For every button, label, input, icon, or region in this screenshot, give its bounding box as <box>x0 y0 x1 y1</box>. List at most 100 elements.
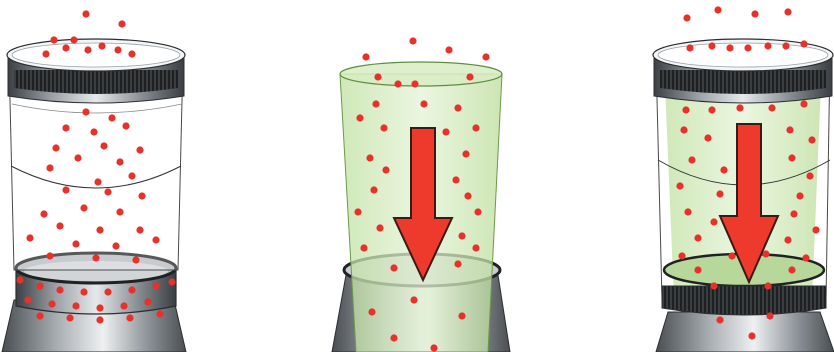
particle-dot <box>126 314 133 321</box>
particle-dot <box>800 40 807 47</box>
particle-dot <box>676 182 683 189</box>
particle-dot <box>680 126 687 133</box>
particle-dot <box>80 204 87 211</box>
particle-dot <box>454 260 461 267</box>
knurled-ring <box>662 286 826 315</box>
particle-dot <box>714 6 721 13</box>
particle-dot <box>118 20 125 27</box>
particle-dot <box>786 126 793 133</box>
particle-dot <box>132 256 139 263</box>
particle-dot <box>96 226 103 233</box>
particle-dot <box>808 136 815 143</box>
funnel-cone <box>656 312 834 352</box>
particle-dot <box>736 104 743 111</box>
particle-dot <box>409 37 416 44</box>
particle-dot <box>382 166 389 173</box>
particle-dot <box>82 108 89 115</box>
particle-dot <box>70 36 77 43</box>
particle-dot <box>56 286 63 293</box>
particle-dot <box>116 158 123 165</box>
particle-dot <box>116 208 123 215</box>
particle-dot <box>80 288 87 295</box>
particle-dot <box>474 208 481 215</box>
particle-dot <box>56 222 63 229</box>
particle-dot <box>92 254 99 261</box>
particle-dot <box>682 106 689 113</box>
particle-dot <box>452 176 459 183</box>
particle-dot <box>52 144 59 151</box>
particle-dot <box>98 42 105 49</box>
particle-dot <box>678 252 685 259</box>
particle-dot <box>390 334 397 341</box>
particle-dot <box>748 332 755 339</box>
particle-dot <box>744 44 751 51</box>
particle-dot <box>716 316 723 323</box>
particle-dot <box>156 310 163 317</box>
particle-dot <box>708 42 715 49</box>
particle-dot <box>74 154 81 161</box>
particle-dot <box>788 266 795 273</box>
particle-dot <box>24 296 31 303</box>
particle-dot <box>704 134 711 141</box>
particle-dot <box>394 80 401 87</box>
particle-dot <box>128 172 135 179</box>
particle-dot <box>420 100 427 107</box>
particle-dot <box>100 142 107 149</box>
particle-dot <box>136 146 143 153</box>
particle-dot <box>710 282 717 289</box>
particle-dot <box>708 106 715 113</box>
particle-dot <box>784 8 791 15</box>
particle-dot <box>806 172 813 179</box>
particle-dot <box>800 100 807 107</box>
particle-dot <box>82 10 89 17</box>
particle-dot <box>464 192 471 199</box>
particle-dot <box>122 122 129 129</box>
particle-dot <box>390 264 397 271</box>
particle-dot <box>96 316 103 323</box>
panel-1 <box>2 39 186 352</box>
particle-dot <box>764 42 771 49</box>
particle-dot <box>458 312 465 319</box>
particle-dot <box>764 282 771 289</box>
particle-dot <box>370 186 377 193</box>
particle-dot <box>84 46 91 53</box>
particle-dot <box>372 100 379 107</box>
particle-dot <box>802 254 809 261</box>
particle-dot <box>812 226 819 233</box>
particle-dot <box>104 188 111 195</box>
particle-dot <box>36 282 43 289</box>
particle-dot <box>152 282 159 289</box>
particle-dot <box>694 234 701 241</box>
particle-dot <box>112 242 119 249</box>
particle-dot <box>168 278 175 285</box>
particle-dot <box>136 226 143 233</box>
particle-dot <box>768 104 775 111</box>
particle-dot <box>62 124 69 131</box>
particle-dot <box>94 178 101 185</box>
particle-dot <box>368 308 375 315</box>
particle-dot <box>728 252 735 259</box>
particle-dot <box>788 154 795 161</box>
particle-dot <box>90 128 97 135</box>
particle-dot <box>356 114 363 121</box>
particle-dot <box>50 36 57 43</box>
particle-dot <box>374 73 381 80</box>
particle-dot <box>726 44 733 51</box>
particle-dot <box>114 46 121 53</box>
particle-dot <box>36 312 43 319</box>
particle-dot <box>796 192 803 199</box>
particle-dot <box>152 236 159 243</box>
particle-dot <box>454 104 461 111</box>
particle-dot <box>104 288 111 295</box>
particle-dot <box>472 124 479 131</box>
particle-dot <box>96 304 103 311</box>
particle-dot <box>72 240 79 247</box>
particle-dot <box>72 302 79 309</box>
particle-dot <box>62 186 69 193</box>
particle-dot <box>16 276 23 283</box>
particle-dot <box>482 53 489 60</box>
particle-dot <box>688 156 695 163</box>
particle-dot <box>686 44 693 51</box>
particle-dot <box>362 53 369 60</box>
